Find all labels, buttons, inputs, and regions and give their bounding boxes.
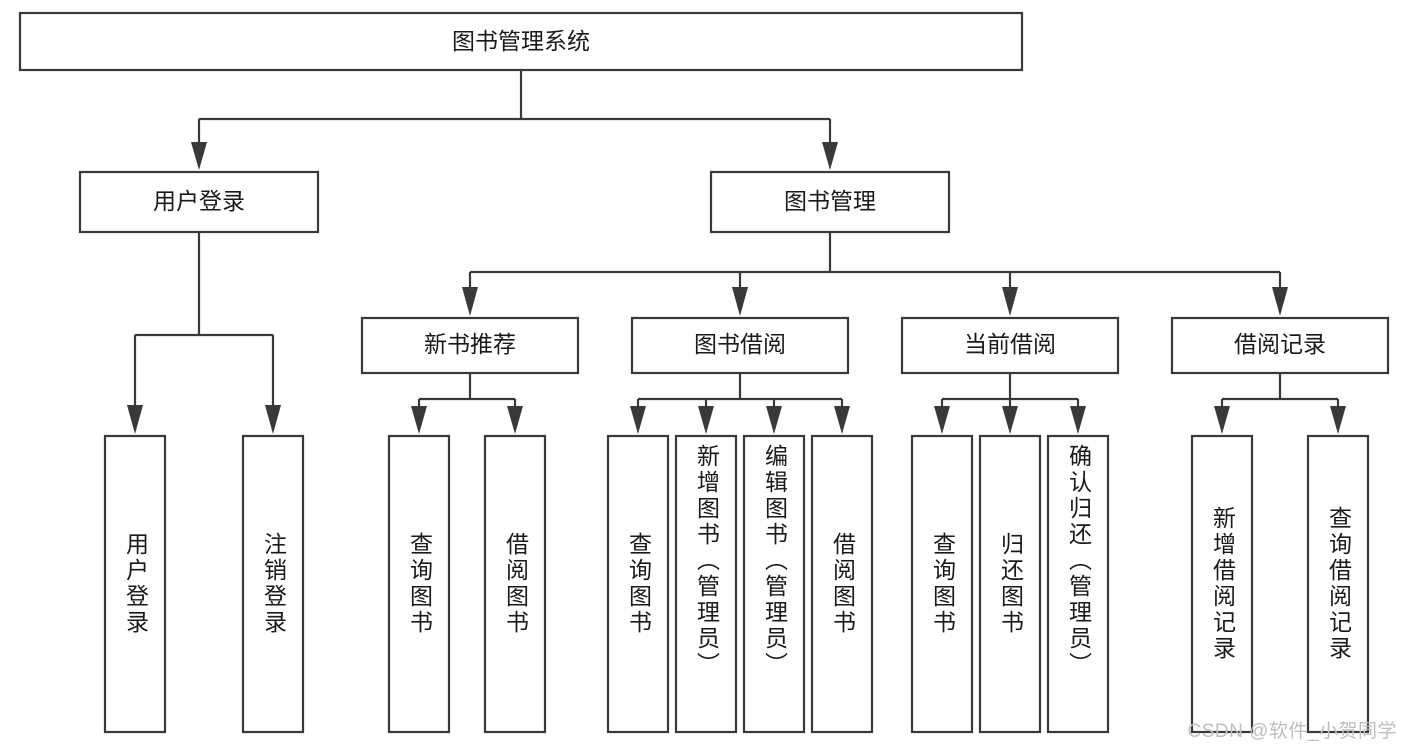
arrowhead-book-borrow	[732, 287, 748, 316]
node-book-manage-box[interactable]	[709, 170, 951, 234]
arrowhead-leaf-confirm-return	[1070, 406, 1086, 434]
node-new-book-rec-box[interactable]	[360, 316, 580, 375]
arrowhead-borrow-record	[1272, 287, 1288, 316]
connector-group-borrowrecord	[1214, 373, 1346, 434]
node-leaf-edit-book-box[interactable]	[742, 434, 806, 734]
connector-group-currentborrow	[934, 373, 1086, 434]
arrowhead-current-borrow	[1002, 287, 1018, 316]
arrowhead-leaf-logout	[265, 405, 281, 434]
node-book-manage-label: 图书管理	[784, 188, 876, 214]
node-root-label: 图书管理系统	[452, 28, 590, 54]
node-leaf-return-book-box[interactable]	[978, 434, 1042, 734]
node-leaf-query-book-1-box[interactable]	[387, 434, 451, 734]
arrowhead-leaf-query-book-2	[630, 406, 646, 434]
node-user-login-box[interactable]	[78, 170, 320, 234]
node-new-book-rec[interactable]: 新书推荐	[360, 316, 580, 375]
arrowhead-leaf-borrow-book-2	[834, 406, 850, 434]
connector-group-root	[191, 70, 838, 170]
connector-group-userlogin	[127, 232, 281, 434]
connector-group-newbookrec	[411, 373, 523, 434]
node-current-borrow[interactable]: 当前借阅	[900, 316, 1120, 375]
connector-group-bookmanage	[462, 232, 1288, 316]
node-leaf-query-book-3-box[interactable]	[910, 434, 974, 734]
arrowhead-leaf-edit-book	[766, 406, 782, 434]
arrowhead-leaf-query-book-1	[411, 406, 427, 434]
arrowhead-leaf-query-record	[1330, 406, 1346, 434]
node-user-login-label: 用户登录	[153, 188, 245, 214]
arrowhead-leaf-query-book-3	[934, 406, 950, 434]
csdn-watermark: CSDN @软件_小贺同学	[1187, 721, 1397, 742]
node-leaf-borrow-book-1-box[interactable]	[483, 434, 547, 734]
node-book-borrow-box[interactable]	[630, 316, 850, 375]
node-root[interactable]: 图书管理系统	[18, 11, 1024, 72]
node-new-book-rec-label: 新书推荐	[424, 331, 516, 357]
node-leaf-logout-box[interactable]	[241, 434, 305, 734]
node-root-box[interactable]	[18, 11, 1024, 72]
node-leaf-add-record-box[interactable]	[1190, 434, 1254, 734]
node-leaf-confirm-return-box[interactable]	[1046, 434, 1110, 734]
node-book-borrow-label: 图书借阅	[694, 331, 786, 357]
node-leaf-borrow-book-2-box[interactable]	[810, 434, 874, 734]
arrowhead-leaf-add-book	[698, 406, 714, 434]
node-leaf-add-book-box[interactable]	[674, 434, 738, 734]
arrowhead-bookmanage	[822, 142, 838, 170]
node-book-manage[interactable]: 图书管理	[709, 170, 951, 234]
arrowhead-leaf-return-book	[1002, 406, 1018, 434]
node-leaf-query-record-box[interactable]	[1306, 434, 1370, 734]
node-current-borrow-label: 当前借阅	[964, 331, 1056, 357]
node-borrow-record-label: 借阅记录	[1234, 331, 1326, 357]
node-current-borrow-box[interactable]	[900, 316, 1120, 375]
node-borrow-record[interactable]: 借阅记录	[1170, 316, 1390, 375]
node-user-login[interactable]: 用户登录	[78, 170, 320, 234]
node-leaf-query-book-2-box[interactable]	[606, 434, 670, 734]
node-book-borrow[interactable]: 图书借阅	[630, 316, 850, 375]
node-borrow-record-box[interactable]	[1170, 316, 1390, 375]
node-leaf-user-login-box[interactable]	[103, 434, 167, 734]
arrowhead-leaf-borrow-book-1	[507, 406, 523, 434]
connector-group-bookborrow	[630, 373, 850, 434]
arrowhead-leaf-user-login	[127, 405, 143, 434]
arrowhead-leaf-add-record	[1214, 406, 1230, 434]
arrowhead-userlogin	[191, 142, 207, 170]
arrowhead-new-book-rec	[462, 287, 478, 316]
